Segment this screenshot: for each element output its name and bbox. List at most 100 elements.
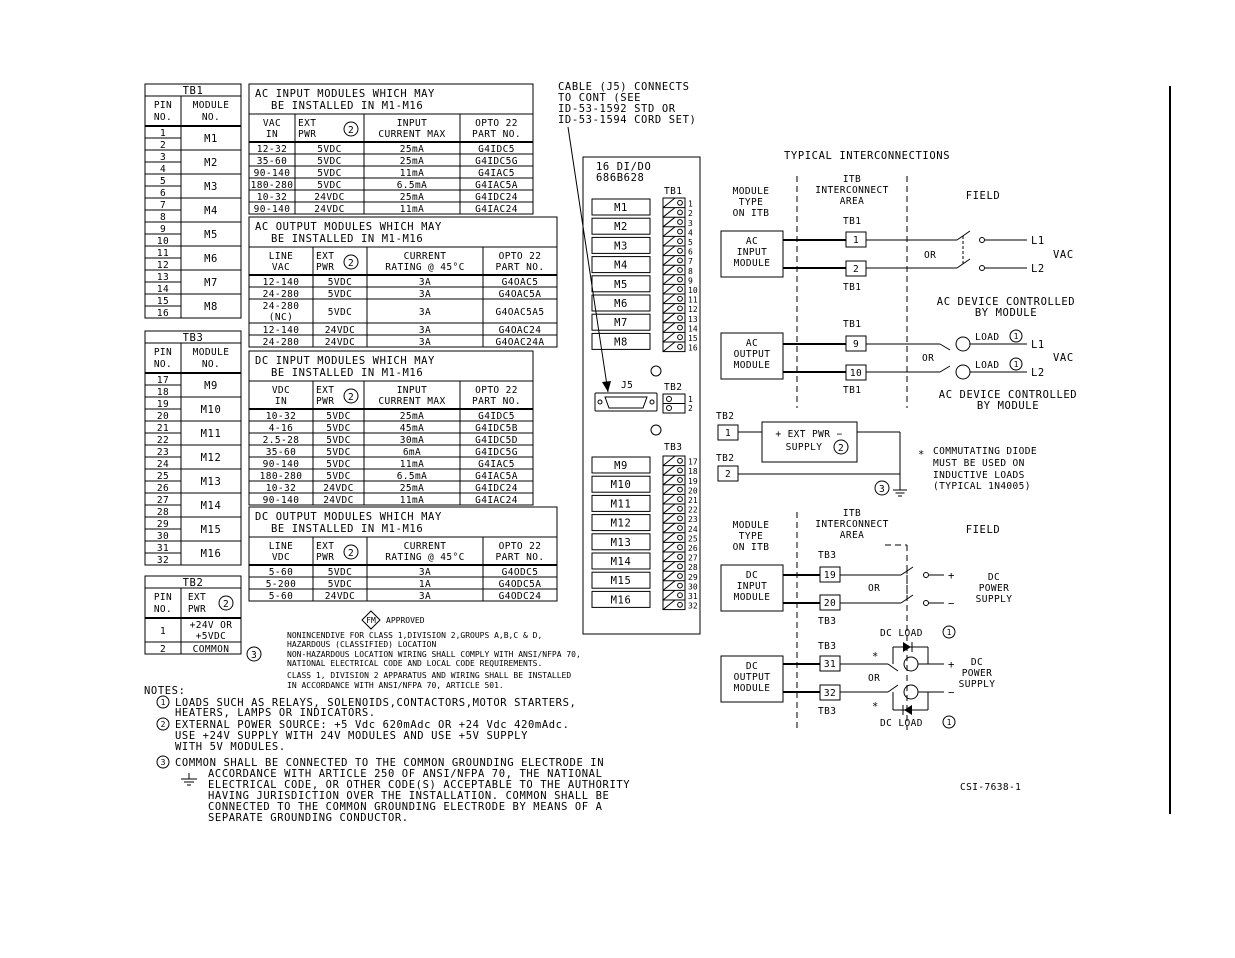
table-cell: (NC)	[269, 312, 293, 323]
svg-text:*: *	[918, 449, 925, 461]
column-header: VAC	[263, 118, 281, 129]
svg-text:J5: J5	[621, 380, 633, 391]
board-pin-number: 28	[688, 563, 698, 572]
board-pin-number: 7	[688, 257, 693, 266]
tb1-table: TB1 PIN NO. MODULE NO. 12345678910111213…	[144, 83, 242, 319]
module-table-title: AC OUTPUT MODULES WHICH MAY	[255, 221, 442, 233]
module-number: M12	[201, 452, 222, 464]
table-cell: 90-140	[263, 495, 300, 506]
module-number: M5	[204, 229, 218, 241]
notes-block: NOTES: 1 LOADS SUCH AS RELAYS, SOLENOIDS…	[144, 685, 630, 824]
table-cell: 4-16	[269, 423, 293, 434]
board-pin-number: 6	[688, 248, 693, 257]
svg-text:2: 2	[838, 443, 844, 454]
svg-text:20: 20	[824, 598, 836, 609]
approval-label: APPROVED	[386, 616, 425, 625]
svg-text:ID-53-1592 STD OR: ID-53-1592 STD OR	[558, 103, 676, 115]
table-cell: 3A	[419, 567, 431, 578]
column-header: RATING @ 45°C	[385, 552, 465, 563]
note-marker: 2	[348, 258, 354, 269]
table-cell: 6.5mA	[397, 471, 428, 482]
svg-text:TB3: TB3	[818, 641, 836, 652]
table-cell: 10-32	[266, 411, 297, 422]
svg-text:SUPPLY: SUPPLY	[976, 594, 1013, 605]
pin-number: 26	[157, 483, 169, 494]
tb1-table-title: TB1	[183, 85, 204, 97]
module-table-title: BE INSTALLED IN M1-M16	[271, 233, 423, 245]
board-pin-number: 11	[688, 296, 698, 305]
svg-text:NO.: NO.	[202, 359, 220, 370]
board-pin-number: 27	[688, 554, 698, 563]
column-header: VDC	[272, 552, 290, 563]
column-header: PART NO.	[472, 129, 521, 140]
table-cell: 5VDC	[317, 180, 341, 191]
pin-number: 7	[160, 200, 166, 211]
tb3-table-title: TB3	[183, 332, 204, 344]
table-cell: 24VDC	[314, 192, 345, 203]
svg-text:32: 32	[824, 688, 836, 699]
table-cell: 25mA	[400, 483, 424, 494]
column-header: CURRENT MAX	[378, 129, 445, 140]
svg-text:MODULE: MODULE	[734, 592, 771, 603]
board-module-label: M15	[611, 575, 632, 587]
svg-text:DC: DC	[988, 572, 1000, 583]
board-module-label: M9	[614, 460, 628, 472]
module-number: M3	[204, 181, 218, 193]
board-pin-number: 18	[688, 467, 698, 476]
svg-text:IN ACCORDANCE WITH ANSI/NFPA 7: IN ACCORDANCE WITH ANSI/NFPA 70, ARTICLE…	[287, 681, 504, 690]
notes-title: NOTES:	[144, 685, 186, 697]
svg-text:9: 9	[853, 339, 859, 350]
board-pin-number: 23	[688, 515, 698, 524]
board-module-slot	[591, 475, 651, 493]
svg-text:NO.: NO.	[154, 604, 172, 615]
pin-number: 30	[157, 531, 169, 542]
note-marker: 2	[348, 125, 354, 136]
svg-text:3: 3	[879, 484, 885, 495]
svg-text:ITB: ITB	[843, 508, 861, 519]
tb3-table: TB3 PIN NO. MODULE NO. 17181920212223242…	[144, 330, 242, 566]
column-header: EXT	[316, 541, 334, 552]
pin-number: 19	[157, 399, 169, 410]
table-cell: 25mA	[400, 192, 424, 203]
svg-text:POWER: POWER	[979, 583, 1010, 594]
table-cell: 5VDC	[326, 435, 350, 446]
svg-text:CONNECTED TO THE COMMON GROUND: CONNECTED TO THE COMMON GROUNDING ELECTR…	[208, 801, 603, 813]
table-cell: 35-60	[266, 447, 297, 458]
board-module-label: M8	[614, 336, 628, 348]
table-cell: G4IAC5	[478, 168, 515, 179]
table-cell: 25mA	[400, 411, 424, 422]
table-cell: 90-140	[254, 168, 291, 179]
table-cell: 90-140	[254, 204, 291, 215]
board-pin-number: 19	[688, 477, 698, 486]
svg-text:TB1: TB1	[843, 385, 861, 396]
table-cell: G4IDC24	[475, 192, 518, 203]
pin-number: 12	[157, 260, 169, 271]
svg-text:SUPPLY: SUPPLY	[959, 679, 996, 690]
module-number: M10	[201, 404, 222, 416]
table-cell: 5VDC	[326, 411, 350, 422]
table-cell: 24-280	[263, 289, 300, 300]
table-cell: 5-60	[269, 567, 293, 578]
svg-text:DC: DC	[971, 657, 983, 668]
module-number: M8	[204, 301, 218, 313]
table-cell: 3A	[419, 337, 431, 348]
svg-text:AREA: AREA	[840, 196, 864, 207]
board-module-label: M13	[611, 537, 632, 549]
table-cell: 25mA	[400, 156, 424, 167]
module-table-title: BE INSTALLED IN M1-M16	[271, 100, 423, 112]
board-module-slot	[591, 275, 651, 293]
svg-text:INTERCONNECT: INTERCONNECT	[815, 519, 888, 530]
pin-number: 28	[157, 507, 169, 518]
pin-number: 10	[157, 236, 169, 247]
tb2-table: TB2 PIN NO. EXT PWR 2 1 +24V OR +5VDC 2 …	[144, 575, 262, 662]
board-module-slot	[591, 514, 651, 532]
svg-text:31: 31	[824, 659, 836, 670]
table-cell: G4IAC5A	[475, 180, 518, 191]
column-header: EXT	[316, 251, 334, 262]
pin-number: 13	[157, 272, 169, 283]
column-header: PWR	[316, 262, 334, 273]
table-cell: G4IDC5G	[475, 447, 518, 458]
